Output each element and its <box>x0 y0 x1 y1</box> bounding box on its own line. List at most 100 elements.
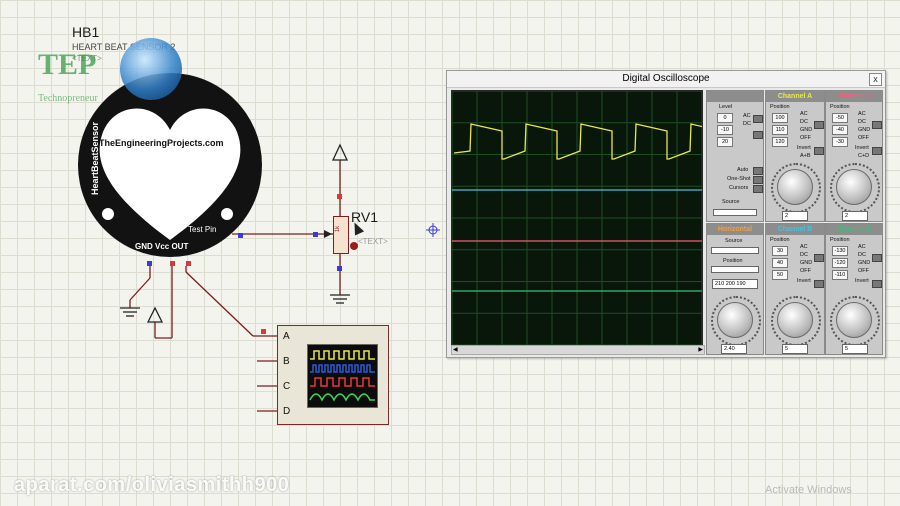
trigger-edge-toggle[interactable] <box>753 131 763 139</box>
oscilloscope-title: Digital Oscilloscope <box>622 73 710 84</box>
trigger-source-slider[interactable] <box>713 209 757 216</box>
channel-b-scale-knob[interactable] <box>777 302 813 338</box>
heart-sensor-graphic <box>78 73 262 257</box>
trigger-auto-label: Auto <box>737 167 749 173</box>
channel-a-mode-invert: Invert <box>797 145 811 151</box>
channel-a-panel: Channel A Position 100 110 120 AC DC GND… <box>765 90 825 222</box>
potentiometer[interactable] <box>333 216 349 254</box>
channel-b-title: Channel B <box>766 224 824 235</box>
channel-a-trace <box>453 123 724 160</box>
logic-pin-c: C <box>283 381 291 392</box>
channel-b-invert-switch[interactable] <box>814 280 824 288</box>
test-pin-label: Test Pin <box>188 225 217 234</box>
trigger-cursors-button[interactable] <box>753 185 763 193</box>
channel-c-panel: Channel C Position -50 -40 -30 AC DC GND… <box>825 90 883 222</box>
channel-b-mode-dc: DC <box>800 252 808 258</box>
trigger-ac-label: AC <box>743 113 751 119</box>
sensor-side-label: HeartBeatSensor <box>90 121 100 195</box>
horizontal-position-value: 210 200 190 <box>712 279 758 289</box>
channel-a-scale-knob[interactable] <box>777 169 813 205</box>
channel-c-readout: 2 <box>842 211 868 221</box>
channel-d-mode-invert: Invert <box>855 278 869 284</box>
horizontal-timebase-knob[interactable] <box>717 302 753 338</box>
sensor-ref-label: HB1 <box>72 24 100 40</box>
channel-a-mode-gnd: GND <box>800 127 813 133</box>
logo-text: TEP <box>38 48 97 81</box>
channel-d-invert-switch[interactable] <box>872 280 882 288</box>
channel-b-readout: 5 <box>782 344 808 354</box>
channel-d-position-2: -120 <box>832 258 848 268</box>
sensor-model-label: HEART BEAT SENSOR 2 <box>72 42 176 52</box>
pot-text-label: <TEXT> <box>358 237 388 246</box>
channel-a-position-2: 110 <box>772 125 788 135</box>
channel-d-scale-knob[interactable] <box>836 302 872 338</box>
sensor-site-label: TheEngineeringProjects.com <box>99 138 224 148</box>
channel-a-invert-switch[interactable] <box>814 147 824 155</box>
trigger-ac-dc-toggle[interactable] <box>753 115 763 123</box>
channel-a-mode-off: OFF <box>800 135 811 141</box>
channel-b-panel: Channel B Position 30 40 50 AC DC GND OF… <box>765 223 825 355</box>
channel-c-mode-off: OFF <box>858 135 869 141</box>
channel-a-position-label: Position <box>770 104 790 110</box>
channel-d-position-label: Position <box>830 237 850 243</box>
logic-analyzer-screen <box>307 344 378 408</box>
horizontal-source-slider[interactable] <box>711 247 759 254</box>
logo-subtext: Technopreneur <box>38 93 98 104</box>
trigger-panel-title <box>707 91 763 102</box>
oscilloscope-screen <box>451 90 724 346</box>
trigger-source-label: Source <box>722 199 740 205</box>
channel-d-mode-ac: AC <box>858 244 866 250</box>
channel-c-mode-gnd: GND <box>858 127 871 133</box>
channel-c-position-2: -40 <box>832 125 848 135</box>
horizontal-readout: 2.40 <box>721 344 747 354</box>
horizontal-position-slider[interactable] <box>711 266 759 273</box>
logic-pin-d: D <box>283 406 291 417</box>
channel-c-invert-switch[interactable] <box>872 147 882 155</box>
channel-d-mode-gnd: GND <box>858 260 871 266</box>
trigger-level-value-1: 0 <box>717 113 733 123</box>
scroll-left-arrow-icon[interactable]: ◀ <box>453 347 458 353</box>
channel-a-position-1: 100 <box>772 113 788 123</box>
globe-icon <box>120 38 182 100</box>
logic-pin-a: A <box>283 331 290 342</box>
scroll-right-arrow-icon[interactable]: ▶ <box>698 347 703 353</box>
channel-d-position-1: -130 <box>832 246 848 256</box>
tep-logo: TEP Technopreneur <box>38 38 188 113</box>
channel-a-mode-sum: A+B <box>800 153 811 159</box>
trigger-auto-button[interactable] <box>753 167 763 175</box>
schematic-wires <box>120 143 440 412</box>
channel-b-position-2: 40 <box>772 258 788 268</box>
channel-b-position-label: Position <box>770 237 790 243</box>
channel-a-coupling-switch[interactable] <box>814 121 824 129</box>
oscilloscope-window[interactable]: Digital Oscilloscope x ◀ ▶ Level 0 -10 2… <box>446 70 886 358</box>
horizontal-scrollbar[interactable]: ◀ ▶ <box>451 345 705 355</box>
channel-b-coupling-switch[interactable] <box>814 254 824 262</box>
channel-c-mode-dc: DC <box>858 119 866 125</box>
channel-c-title: Channel C <box>826 91 882 102</box>
channel-c-position-3: -30 <box>832 137 848 147</box>
channel-c-mode-invert: Invert <box>855 145 869 151</box>
heartbeat-sensor[interactable]: HeartBeatSensor TheEngineeringProjects.c… <box>75 70 265 260</box>
channel-c-mode-sum: C+D <box>858 153 870 159</box>
sensor-text-label: <TEXT> <box>72 54 102 63</box>
channel-c-coupling-switch[interactable] <box>872 121 882 129</box>
logic-screen-traces <box>309 350 375 402</box>
horizontal-title: Horizontal <box>707 224 763 235</box>
activate-windows-text: Activate Windows <box>765 484 852 496</box>
channel-d-coupling-switch[interactable] <box>872 254 882 262</box>
oscilloscope-titlebar[interactable]: Digital Oscilloscope <box>447 71 885 88</box>
channel-a-readout: 2 <box>782 211 808 221</box>
logic-pin-b: B <box>283 356 290 367</box>
trigger-level-label: Level <box>719 104 733 110</box>
trigger-level-value-2: -10 <box>717 125 733 135</box>
pins-label: GND Vcc OUT <box>135 242 189 251</box>
channel-a-position-3: 120 <box>772 137 788 147</box>
watermark-text: aparat.com/oliviasmithh900 <box>14 474 290 496</box>
channel-d-position-3: -110 <box>832 270 848 280</box>
trigger-level-value-3: 20 <box>717 137 733 147</box>
close-icon[interactable]: x <box>869 73 882 86</box>
trigger-cursors-label: Cursors <box>729 185 749 191</box>
pot-value-label: 1k <box>335 225 342 233</box>
trigger-oneshot-button[interactable] <box>753 176 763 184</box>
channel-c-scale-knob[interactable] <box>836 169 872 205</box>
